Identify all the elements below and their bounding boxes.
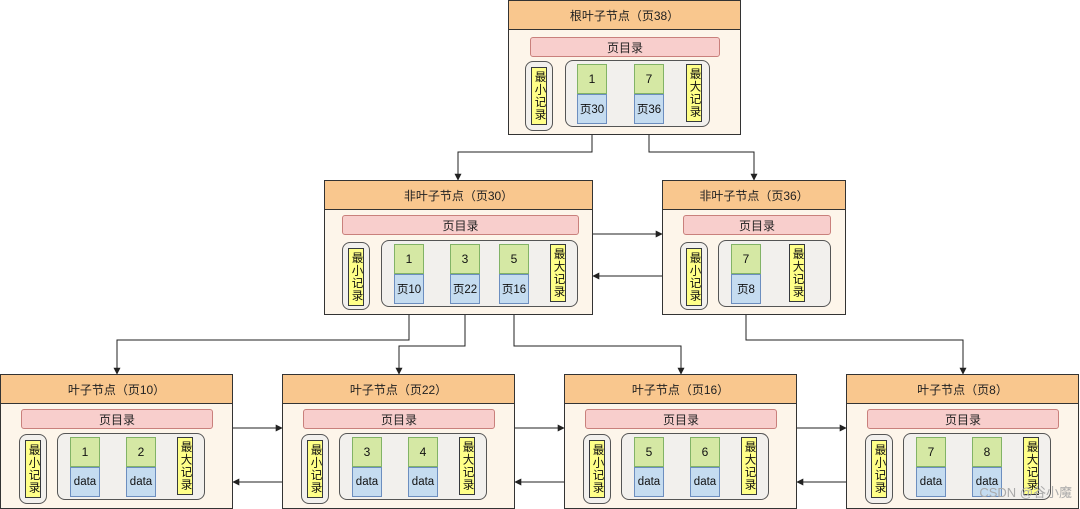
record-key: 1: [70, 437, 100, 467]
record-value: data: [634, 467, 664, 497]
record-value: 页22: [450, 274, 480, 304]
node-title: 叶子节点（页16）: [565, 375, 796, 404]
page-directory: 页目录: [683, 215, 831, 235]
record-key: 3: [352, 437, 382, 467]
page-directory: 页目录: [530, 37, 720, 57]
record-key: 5: [634, 437, 664, 467]
record-value: 页10: [394, 274, 424, 304]
node-title: 非叶子节点（页30）: [325, 181, 592, 210]
max-record: 最大记录: [177, 437, 193, 495]
record-value: 页36: [634, 94, 664, 124]
node-title: 叶子节点（页8）: [847, 375, 1078, 404]
page-directory: 页目录: [303, 409, 495, 429]
min-record: 最小记录: [871, 440, 887, 498]
min-record: 最小记录: [25, 440, 41, 498]
max-record: 最大记录: [741, 437, 757, 495]
record-value: data: [408, 467, 438, 497]
record-value: data: [690, 467, 720, 497]
record-key: 7: [731, 244, 761, 274]
record-value: data: [972, 467, 1002, 497]
record-key: 7: [634, 64, 664, 94]
record-key: 6: [690, 437, 720, 467]
min-record: 最小记录: [307, 440, 323, 498]
record-key: 7: [916, 437, 946, 467]
record-key: 8: [972, 437, 1002, 467]
record-key: 2: [126, 437, 156, 467]
record-key: 1: [394, 244, 424, 274]
node-title: 根叶子节点（页38）: [509, 1, 740, 30]
record-value: 页16: [499, 274, 529, 304]
node-title: 非叶子节点（页36）: [663, 181, 845, 210]
page-directory: 页目录: [867, 409, 1059, 429]
record-value: 页8: [731, 274, 761, 304]
max-record: 最大记录: [789, 244, 805, 302]
max-record: 最大记录: [550, 244, 566, 302]
node-title: 叶子节点（页22）: [283, 375, 514, 404]
min-record: 最小记录: [531, 67, 547, 125]
record-key: 5: [499, 244, 529, 274]
page-directory: 页目录: [21, 409, 213, 429]
max-record: 最大记录: [686, 64, 702, 122]
record-value: data: [126, 467, 156, 497]
record-key: 1: [577, 64, 607, 94]
record-value: data: [70, 467, 100, 497]
record-value: 页30: [577, 94, 607, 124]
watermark: CSDN @谷小魔: [979, 485, 1072, 500]
record-value: data: [916, 467, 946, 497]
max-record: 最大记录: [459, 437, 475, 495]
record-key: 3: [450, 244, 480, 274]
min-record: 最小记录: [589, 440, 605, 498]
min-record: 最小记录: [686, 248, 702, 306]
record-key: 4: [408, 437, 438, 467]
record-value: data: [352, 467, 382, 497]
max-record: 最大记录: [1023, 437, 1039, 495]
node-title: 叶子节点（页10）: [1, 375, 232, 404]
page-directory: 页目录: [585, 409, 777, 429]
page-directory: 页目录: [342, 215, 579, 235]
min-record: 最小记录: [348, 248, 364, 306]
